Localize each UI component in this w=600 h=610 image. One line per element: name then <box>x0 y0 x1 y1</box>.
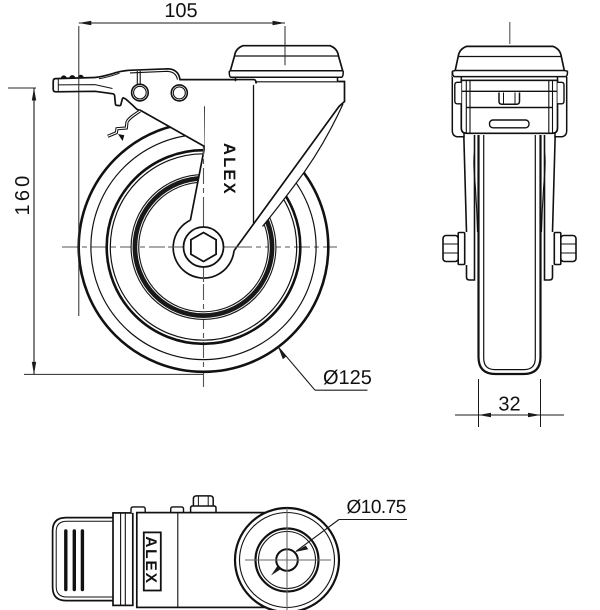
svg-text:ALEX: ALEX <box>220 143 238 196</box>
svg-text:Ø10.75: Ø10.75 <box>347 497 406 518</box>
svg-text:Ø125: Ø125 <box>323 367 372 389</box>
svg-text:160: 160 <box>12 173 34 216</box>
svg-text:105: 105 <box>164 0 197 22</box>
svg-text:32: 32 <box>498 394 520 416</box>
svg-text:ALEX: ALEX <box>142 536 159 585</box>
